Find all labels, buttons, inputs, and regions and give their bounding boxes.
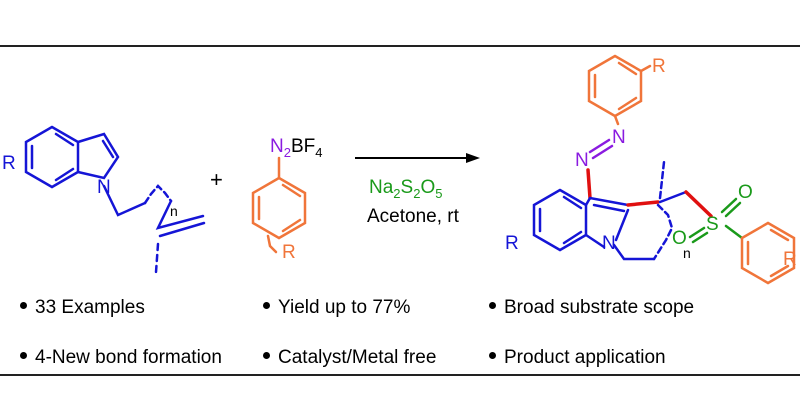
bullet-text: Product application [504,347,666,368]
substrate-r-label: R [2,153,16,174]
bullet-text: Broad substrate scope [504,297,695,318]
bullet-dot [20,352,27,360]
solvent-conditions: Acetone, rt [367,206,460,227]
diazonium-n: N2BF4 [270,136,322,160]
product-r-left: R [505,233,519,254]
product-n-ring: N [602,233,616,254]
product-n-subscript: n [683,245,691,261]
bullet-bond-formation: 4-New bond formation [20,347,222,369]
quaternary-bond [626,200,660,207]
product-r-right: R [783,249,797,270]
diazonium-phenyl-ring [251,156,307,254]
product-o-bottom: O [672,228,687,249]
bullet-dot [489,352,496,360]
product-s-label: S [706,214,719,235]
sulfonyl-phenyl [740,221,796,285]
sulfonyl-bonds [688,197,744,244]
product-n-azo-2: N [575,150,589,171]
substrate-n-label: N [97,177,111,198]
product-indole [532,188,656,261]
bullet-examples: 33 Examples [20,297,145,319]
plus-sign: + [210,167,223,192]
bullet-dot [263,352,270,360]
bullet-text: 4-New bond formation [35,347,222,368]
reaction-scheme: R N n + N2BF4 R Na2S2O5 Acetone, rt R [2,54,797,285]
bullet-text: Yield up to 77% [278,297,411,318]
product-o-top: O [738,182,753,203]
product-r-top: R [652,56,666,77]
substrate-tether [102,184,206,274]
top-rule [0,45,800,47]
bullet-dot [263,302,270,310]
bullet-scope: Broad substrate scope [489,297,694,319]
reaction-arrow-head [466,153,480,163]
bullet-dot [20,302,27,310]
product-n-azo-1: N [612,127,626,148]
bullet-dot [489,302,496,310]
product-azo-phenyl [587,54,652,126]
substrate-n-subscript: n [170,203,178,219]
bottom-rule [0,374,800,376]
bullet-text: 33 Examples [35,297,145,318]
reagent-r-label: R [282,242,296,263]
bullet-application: Product application [489,347,666,369]
reagent-formula: Na2S2O5 [369,177,442,201]
ch2-sulfonyl-bond [684,190,713,218]
azo-bond [588,138,614,160]
bullet-text: Catalyst/Metal free [278,347,437,368]
bullet-catalyst-free: Catalyst/Metal free [263,347,436,369]
indole-substrate [24,125,120,189]
azo-c3-bond [586,168,592,200]
product-ring-tether [614,160,688,261]
bullet-yield: Yield up to 77% [263,297,410,319]
